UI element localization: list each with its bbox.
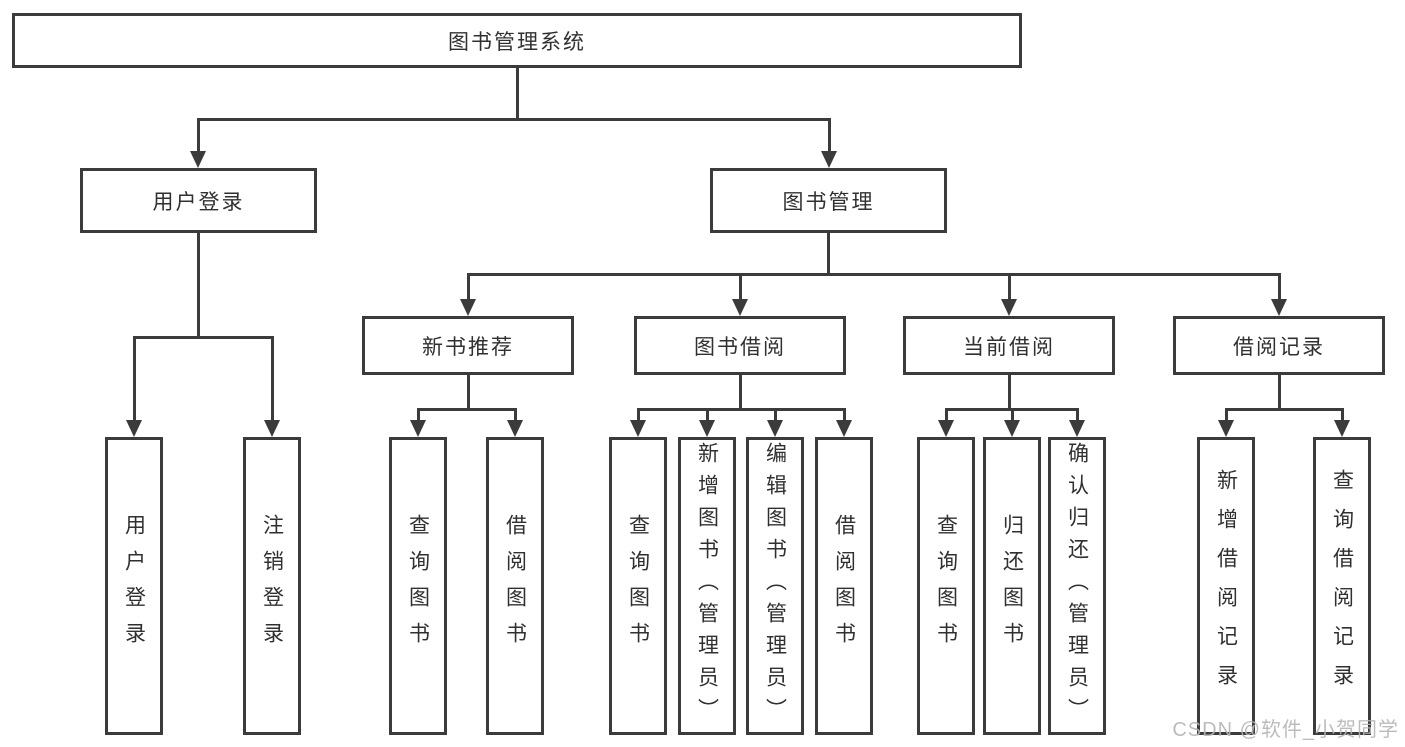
node-borrow-records: 借阅记录 <box>1173 316 1385 375</box>
node-label: 当前借阅 <box>963 335 1055 359</box>
leaf-label: 查询借阅记录 <box>1330 469 1354 703</box>
connector-to-leaf <box>1076 408 1079 421</box>
node-root-system: 图书管理系统 <box>12 13 1022 68</box>
arrow-to-leaf <box>126 420 142 437</box>
arrow-to-leaf <box>699 420 715 437</box>
connector-to-leaf <box>843 408 846 421</box>
leaf-label: 归还图书 <box>1000 514 1024 658</box>
connector-to-leaf <box>945 408 948 421</box>
arrow-to-leaf <box>767 420 783 437</box>
leaf-query-borrow-record: 查询借阅记录 <box>1313 437 1371 735</box>
leaf-label: 新增借阅记录 <box>1214 469 1238 703</box>
node-current-borrow: 当前借阅 <box>903 316 1115 375</box>
node-label: 图书管理系统 <box>448 30 586 54</box>
connector-to-user-login <box>197 118 200 152</box>
leaf-label: 查询图书 <box>934 514 958 658</box>
connector-to-l3 <box>739 273 742 300</box>
connector-group-stem <box>467 375 470 408</box>
connector-group-rail <box>1225 408 1344 411</box>
arrow-to-leaf <box>1004 420 1020 437</box>
leaf-label: 查询图书 <box>626 514 650 658</box>
arrow-to-leaf <box>507 420 523 437</box>
connector-root-rail <box>197 118 831 121</box>
arrow-to-leaf <box>410 420 426 437</box>
connector-root-stem <box>516 68 519 118</box>
arrow-to-leaf <box>1218 420 1234 437</box>
connector-to-leaf <box>706 408 709 421</box>
connector-group-rail <box>637 408 846 411</box>
connector-group-stem <box>739 375 742 408</box>
leaf-confirm-return-admin: 确认归还（管理员） <box>1048 437 1106 735</box>
connector-to-l3 <box>1008 273 1011 300</box>
connector-to-leaf <box>514 408 517 421</box>
leaf-label: 借阅图书 <box>832 514 856 658</box>
leaf-label: 确认归还（管理员） <box>1065 442 1089 730</box>
leaf-label: 注销登录 <box>260 514 284 658</box>
connector-to-leaf <box>271 336 274 421</box>
leaf-add-borrow-record: 新增借阅记录 <box>1197 437 1255 735</box>
connector-to-leaf <box>1341 408 1344 421</box>
node-label: 图书借阅 <box>694 335 786 359</box>
node-user-login: 用户登录 <box>80 168 317 233</box>
leaf-borrow-books: 借阅图书 <box>486 437 544 735</box>
leaf-logout: 注销登录 <box>243 437 301 735</box>
leaf-label: 编辑图书（管理员） <box>763 442 787 730</box>
connector-to-leaf <box>1225 408 1228 421</box>
connector-to-l3 <box>1278 273 1281 300</box>
connector-to-leaf <box>133 336 136 421</box>
arrow-to-user-login <box>190 151 206 168</box>
arrow-to-leaf <box>1069 420 1085 437</box>
arrow-to-leaf <box>1334 420 1350 437</box>
arrow-to-l3 <box>460 299 476 316</box>
arrow-to-l3 <box>1271 299 1287 316</box>
connector-userlogin-stem <box>197 233 200 336</box>
connector-to-book-management <box>828 118 831 152</box>
node-label: 新书推荐 <box>422 335 514 359</box>
connector-group-stem <box>1278 375 1281 408</box>
leaf-return-books: 归还图书 <box>983 437 1041 735</box>
connector-to-leaf <box>637 408 640 421</box>
connector-bookmgmt-rail <box>467 273 1280 276</box>
arrow-to-leaf <box>264 420 280 437</box>
leaf-edit-books-admin: 编辑图书（管理员） <box>746 437 804 735</box>
arrow-to-leaf <box>938 420 954 437</box>
leaf-label: 用户登录 <box>122 514 146 658</box>
leaf-add-books-admin: 新增图书（管理员） <box>678 437 736 735</box>
leaf-query-books: 查询图书 <box>609 437 667 735</box>
arrow-to-book-management <box>821 151 837 168</box>
csdn-watermark: CSDN @软件_小贺同学 <box>1172 719 1399 741</box>
arrow-to-leaf <box>630 420 646 437</box>
node-new-book-recommend: 新书推荐 <box>362 316 574 375</box>
leaf-label: 查询图书 <box>406 514 430 658</box>
node-label: 用户登录 <box>152 190 245 214</box>
connector-bookmgmt-stem <box>827 233 830 273</box>
node-label: 图书管理 <box>782 190 875 214</box>
arrow-to-l3 <box>1001 299 1017 316</box>
connector-group-stem <box>1008 375 1011 408</box>
arrow-to-leaf <box>836 420 852 437</box>
arrow-to-l3 <box>732 299 748 316</box>
leaf-label: 新增图书（管理员） <box>695 442 719 730</box>
connector-group-rail <box>417 408 517 411</box>
connector-to-leaf <box>774 408 777 421</box>
connector-userlogin-rail <box>133 336 273 339</box>
node-label: 借阅记录 <box>1233 335 1325 359</box>
leaf-label: 借阅图书 <box>503 514 527 658</box>
leaf-query-books: 查询图书 <box>389 437 447 735</box>
connector-to-leaf <box>1011 408 1014 421</box>
connector-to-leaf <box>417 408 420 421</box>
node-book-management: 图书管理 <box>710 168 947 233</box>
connector-to-l3 <box>467 273 470 300</box>
leaf-user-login: 用户登录 <box>105 437 163 735</box>
leaf-borrow-books: 借阅图书 <box>815 437 873 735</box>
node-book-borrow: 图书借阅 <box>634 316 846 375</box>
leaf-query-books: 查询图书 <box>917 437 975 735</box>
